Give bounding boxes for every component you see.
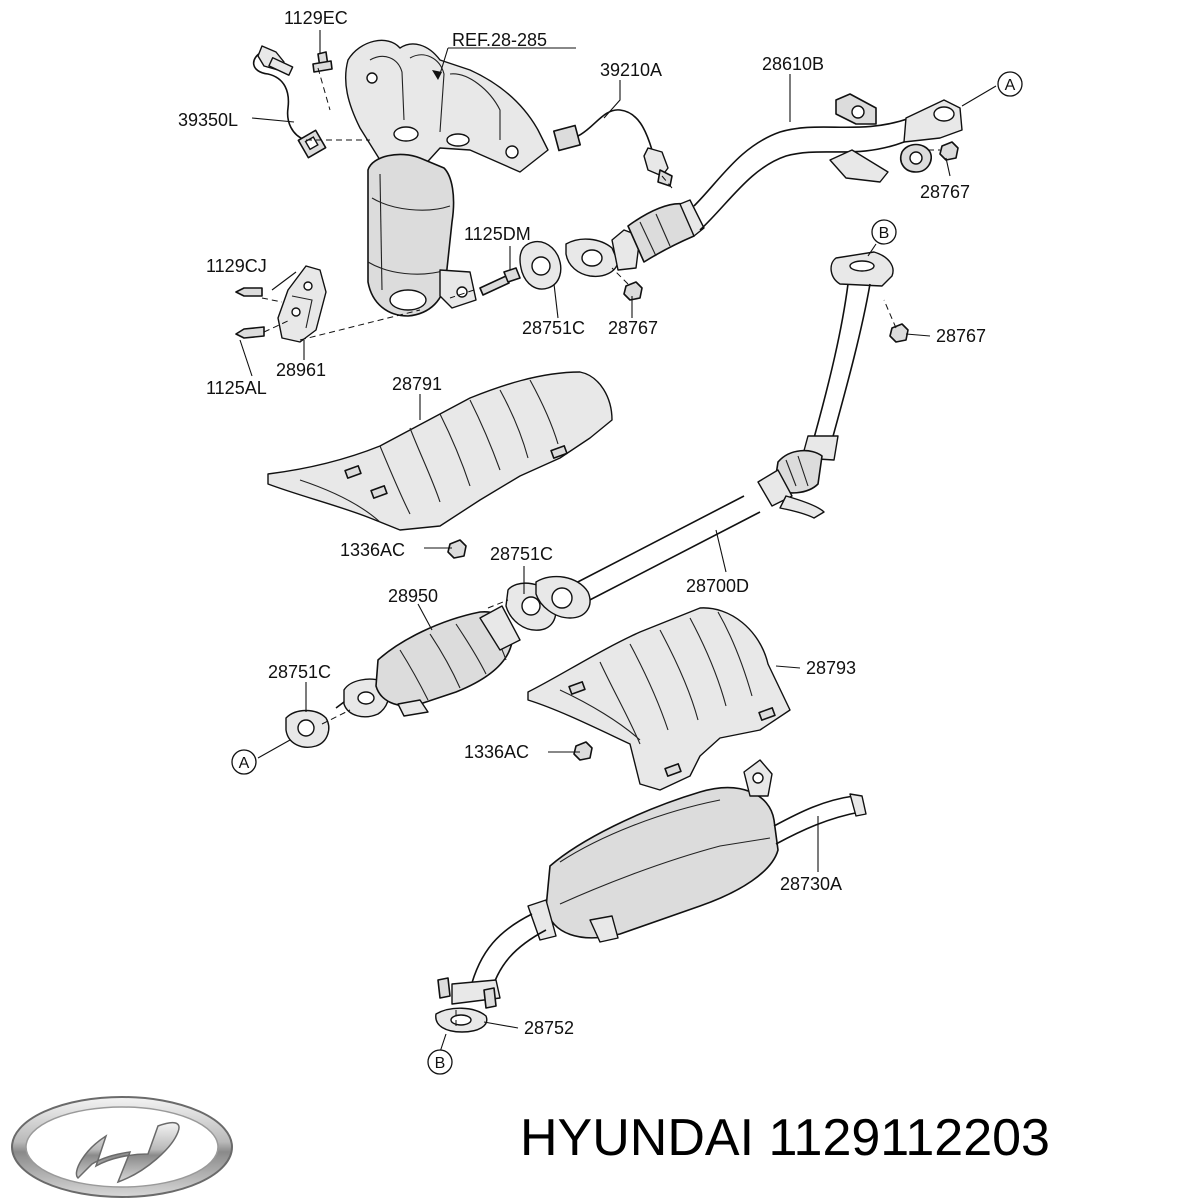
label-1129ec: 1129EC xyxy=(284,8,348,28)
svg-text:A: A xyxy=(239,755,250,772)
brand-part-number-title: HYUNDAI 1129112203 xyxy=(520,1108,1192,1168)
nut-28767-mid[interactable] xyxy=(623,281,643,301)
label-28791: 28791 xyxy=(392,374,442,394)
catalytic-converter-28950[interactable] xyxy=(335,605,521,718)
ref-circle-a-bottom: A xyxy=(231,749,257,775)
label-28767-top: 28767 xyxy=(920,182,970,202)
ref-arrow xyxy=(432,47,576,80)
leader-lines xyxy=(239,30,997,1053)
bolt-1129cj[interactable] xyxy=(235,287,263,297)
nut-1336ac-bottom[interactable] xyxy=(573,741,593,761)
nut-1336ac-top[interactable] xyxy=(447,539,467,559)
label-39210a: 39210A xyxy=(600,60,662,80)
gasket-28751c-rear[interactable] xyxy=(285,709,330,748)
label-ref-28-285: REF.28-285 xyxy=(452,30,547,50)
svg-text:B: B xyxy=(879,225,890,242)
label-28610b: 28610B xyxy=(762,54,824,74)
center-pipe-28700d[interactable] xyxy=(569,251,894,605)
label-28767-mid: 28767 xyxy=(608,318,658,338)
gasket-28752[interactable] xyxy=(435,1007,488,1033)
ref-circle-b-top: B xyxy=(871,219,897,245)
label-28700d: 28700D xyxy=(686,576,749,596)
gasket-28751c-front[interactable] xyxy=(519,240,562,290)
exhaust-manifold-assembly[interactable] xyxy=(345,39,549,317)
label-28793: 28793 xyxy=(806,658,856,678)
label-39350l: 39350L xyxy=(178,110,238,130)
oxygen-sensor-39350l[interactable] xyxy=(252,45,327,159)
bracket-28961[interactable] xyxy=(277,265,327,343)
gasket-28751c-center[interactable] xyxy=(505,575,591,631)
label-1336ac-top: 1336AC xyxy=(340,540,405,560)
svg-text:A: A xyxy=(1005,77,1016,94)
part-labels: 1129EC REF.28-285 39210A 28610B 39350L 2… xyxy=(178,8,986,1038)
label-28961: 28961 xyxy=(276,360,326,380)
hanger-28767-top[interactable] xyxy=(900,141,959,173)
svg-text:B: B xyxy=(435,1055,446,1072)
label-1125al: 1125AL xyxy=(206,378,267,398)
label-1125dm: 1125DM xyxy=(464,224,531,244)
label-28950: 28950 xyxy=(388,586,438,606)
label-28751c-center: 28751C xyxy=(490,544,553,564)
label-28767-right: 28767 xyxy=(936,326,986,346)
part-number: 1129112203 xyxy=(768,1109,1050,1167)
label-28751c-rear: 28751C xyxy=(268,662,331,682)
heat-shield-28791[interactable] xyxy=(267,371,613,531)
bolt-1129ec[interactable] xyxy=(312,51,333,73)
hyundai-logo xyxy=(11,1096,233,1198)
label-28730a: 28730A xyxy=(780,874,842,894)
heat-shield-28793[interactable] xyxy=(527,607,791,791)
nut-28767-right[interactable] xyxy=(889,323,909,343)
ref-circle-b-bottom: B xyxy=(427,1049,453,1075)
bolt-1125al[interactable] xyxy=(235,326,265,339)
oxygen-sensor-39210a[interactable] xyxy=(552,109,673,187)
label-28752: 28752 xyxy=(524,1018,574,1038)
muffler-28730a[interactable] xyxy=(437,759,867,1009)
front-pipe-28610b[interactable] xyxy=(565,93,963,278)
assembly-guide-lines xyxy=(261,67,940,1030)
bolt-1125dm[interactable] xyxy=(479,267,521,296)
label-1336ac-bottom: 1336AC xyxy=(464,742,529,762)
label-1129cj: 1129CJ xyxy=(206,256,267,276)
brand-name: HYUNDAI xyxy=(520,1109,755,1167)
label-28751c-front: 28751C xyxy=(522,318,585,338)
ref-circle-a-top: A xyxy=(997,71,1023,97)
